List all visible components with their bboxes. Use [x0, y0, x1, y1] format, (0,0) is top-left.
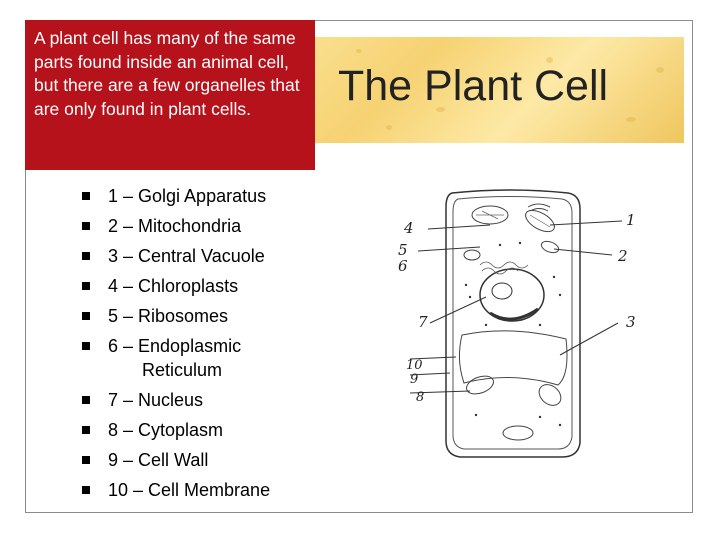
diagram-label-7: 7	[418, 313, 428, 331]
diagram-label-10: 10	[406, 358, 423, 373]
square-bullet-icon	[82, 486, 90, 494]
chloroplast	[466, 375, 494, 395]
diagram-label-9: 9	[410, 372, 418, 387]
endoplasmic-reticulum	[479, 261, 529, 275]
diagram-label-8: 8	[416, 390, 424, 405]
cell-wall	[445, 189, 581, 458]
chloroplast	[525, 209, 555, 233]
diagram-label-1: 1	[626, 211, 636, 229]
cell-membrane	[452, 196, 573, 450]
square-bullet-icon	[82, 396, 90, 404]
list-item: 3 – Central Vacuole	[82, 241, 270, 271]
list-item: 1 – Golgi Apparatus	[82, 181, 270, 211]
plant-cell-diagram: 4 1 2 5 6 7 3 10 9 8	[398, 189, 636, 458]
intro-box	[25, 20, 315, 170]
list-item: 9 – Cell Wall	[82, 445, 270, 475]
mitochondrion	[540, 240, 560, 254]
nucleus	[479, 268, 545, 322]
nucleolus	[491, 282, 513, 300]
square-bullet-icon	[82, 222, 90, 230]
nuclear-shading	[489, 307, 539, 321]
page-title: The Plant Cell	[338, 62, 609, 110]
list-item: 2 – Mitochondria	[82, 211, 270, 241]
chloroplast	[502, 425, 534, 441]
list-item: 8 – Cytoplasm	[82, 415, 270, 445]
slide-frame	[25, 20, 693, 513]
diagram-label-3: 3	[626, 313, 636, 331]
mitochondrion	[463, 249, 481, 261]
square-bullet-icon	[82, 456, 90, 464]
parts-list: 1 – Golgi Apparatus 2 – Mitochondria 3 –…	[82, 181, 270, 505]
central-vacuole	[458, 330, 568, 386]
square-bullet-icon	[82, 252, 90, 260]
chloroplast	[538, 384, 562, 406]
intro-text: A plant cell has many of the same parts …	[34, 28, 300, 119]
diagram-label-6: 6	[398, 257, 408, 275]
square-bullet-icon	[82, 426, 90, 434]
square-bullet-icon	[82, 342, 90, 350]
square-bullet-icon	[82, 192, 90, 200]
list-item: 5 – Ribosomes	[82, 301, 270, 331]
chloroplast	[471, 205, 509, 225]
leader-lines	[409, 220, 623, 394]
square-bullet-icon	[82, 312, 90, 320]
list-item: 4 – Chloroplasts	[82, 271, 270, 301]
diagram-label-4: 4	[403, 219, 414, 237]
ribosomes	[464, 241, 562, 427]
diagram-label-2: 2	[617, 247, 628, 265]
list-item: 7 – Nucleus	[82, 385, 270, 415]
list-item: 10 – Cell Membrane	[82, 475, 270, 505]
square-bullet-icon	[82, 282, 90, 290]
diagram-label-5: 5	[398, 241, 408, 259]
golgi-apparatus	[527, 203, 551, 212]
